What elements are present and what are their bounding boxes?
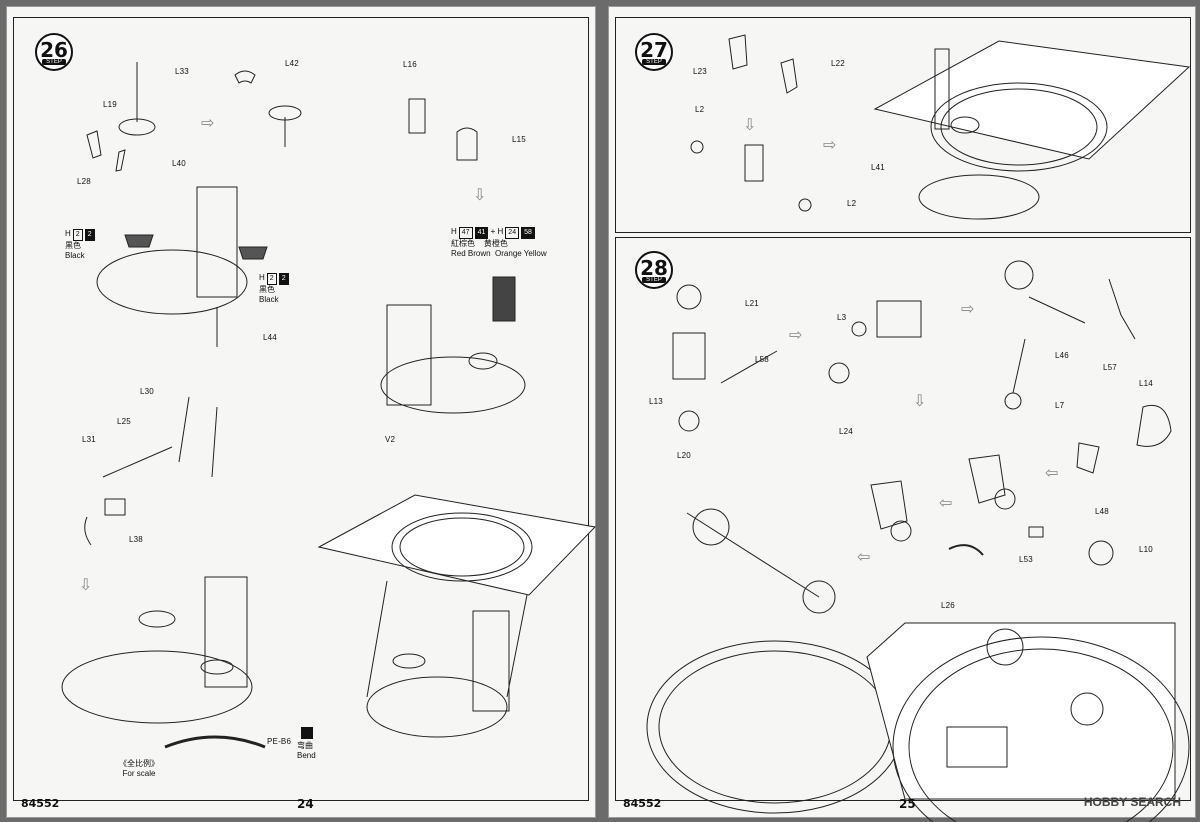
instruction-page-right: 27 STEP 28 STEP L23 L22 L2 L2 L41 L21 L3… — [608, 6, 1196, 822]
part-label: L15 — [512, 135, 526, 144]
part-label: L33 — [175, 67, 189, 76]
arrow-down-icon: ⇩ — [473, 187, 487, 204]
part-label: L44 — [263, 333, 277, 342]
part-label: L24 — [839, 427, 853, 436]
paint-name-en: Red Brown — [451, 249, 491, 258]
part-label: L16 — [403, 60, 417, 69]
part-label: V2 — [385, 435, 396, 444]
watermark: HOBBY SEARCH — [1083, 795, 1181, 809]
part-label: L28 — [77, 177, 91, 186]
step-number: 26 — [40, 38, 68, 62]
arrow-left-icon: ⇦ — [939, 495, 953, 512]
arrow-down-icon: ⇩ — [913, 393, 927, 410]
part-label: L46 — [1055, 351, 1069, 360]
part-label: L21 — [745, 299, 759, 308]
document-number: 84552 — [21, 797, 60, 810]
part-label: L20 — [677, 451, 691, 460]
page-number: 24 — [297, 797, 314, 811]
part-label: L3 — [837, 313, 847, 322]
paint-name-zh: 黒色 — [259, 285, 275, 294]
part-label: L40 — [172, 159, 186, 168]
step-28-frame — [615, 237, 1191, 801]
arrow-left-icon: ⇦ — [1045, 465, 1059, 482]
paint-number: 41 — [474, 227, 489, 239]
paint-code: H — [259, 273, 265, 282]
part-label: PE-B6 — [267, 737, 292, 746]
arrow-right-icon: ⇨ — [961, 301, 975, 318]
part-label: L30 — [140, 387, 154, 396]
part-label: L25 — [117, 417, 131, 426]
part-label: L31 — [82, 435, 96, 444]
part-label: L48 — [1095, 507, 1109, 516]
step-word: STEP — [642, 277, 666, 283]
part-label: L26 — [941, 601, 955, 610]
step-number: 27 — [640, 38, 668, 62]
part-label: L42 — [285, 59, 299, 68]
paint-name-en: Black — [65, 251, 85, 260]
paint-name-zh: 紅棕色 — [451, 239, 475, 248]
step-number: 28 — [640, 256, 668, 280]
paint-code: H — [451, 227, 457, 236]
part-label: L57 — [1103, 363, 1117, 372]
paint-code: H — [497, 227, 504, 236]
scale-note: 《全比例》 For scale — [119, 759, 159, 779]
step-27-frame — [615, 17, 1191, 233]
paint-name-en: Orange Yellow — [495, 249, 547, 258]
paint-code: H — [65, 229, 71, 238]
part-label: L10 — [1139, 545, 1153, 554]
part-label: L7 — [1055, 401, 1065, 410]
arrow-left-icon: ⇦ — [857, 549, 871, 566]
scale-note-en: For scale — [122, 769, 156, 778]
step-26-badge: 26 STEP — [35, 33, 73, 71]
paint-number: 58 — [521, 227, 535, 239]
part-label: L13 — [649, 397, 663, 406]
part-label: L23 — [693, 67, 707, 76]
arrow-right-icon: ⇨ — [823, 137, 837, 154]
paint-number: 2 — [84, 229, 95, 241]
bend-icon — [301, 727, 313, 739]
part-label: L22 — [831, 59, 845, 68]
bend-note-zh: 弯曲 — [297, 741, 313, 750]
step-26-frame — [13, 17, 589, 801]
step-word: STEP — [642, 59, 666, 65]
part-label: L19 — [103, 100, 117, 109]
arrow-right-icon: ⇨ — [201, 115, 215, 132]
instruction-page-left: 26 STEP L33 L42 L19 L16 L15 L28 L40 L44 … — [6, 6, 597, 818]
part-label: L2 — [695, 105, 705, 114]
part-label: L38 — [129, 535, 143, 544]
paint-number: 2 — [278, 273, 289, 285]
assembly-illustration — [646, 34, 1191, 822]
part-label: L41 — [871, 163, 885, 172]
scale-note-zh: 《全比例》 — [119, 759, 159, 768]
step-27-badge: 27 STEP — [635, 33, 673, 71]
part-label: L14 — [1139, 379, 1153, 388]
paint-name-en: Black — [259, 295, 279, 304]
part-label: L53 — [1019, 555, 1033, 564]
paint-name-zh: 黄橙色 — [483, 239, 508, 248]
paint-name-zh: 黒色 — [65, 241, 81, 250]
document-number: 84552 — [623, 797, 662, 810]
arrow-down-icon: ⇩ — [79, 577, 93, 594]
assembly-illustration — [61, 62, 597, 749]
part-label: L2 — [847, 199, 857, 208]
paint-number: 24 — [505, 227, 520, 239]
arrow-right-icon: ⇨ — [789, 327, 803, 344]
page-number: 25 — [899, 797, 916, 811]
plus-sign: + — [490, 227, 496, 236]
bend-note-en: Bend — [297, 751, 316, 760]
arrow-down-icon: ⇩ — [743, 117, 757, 134]
step-28-badge: 28 STEP — [635, 251, 673, 289]
step-word: STEP — [42, 59, 66, 65]
bend-note: 弯曲 Bend — [297, 741, 316, 761]
